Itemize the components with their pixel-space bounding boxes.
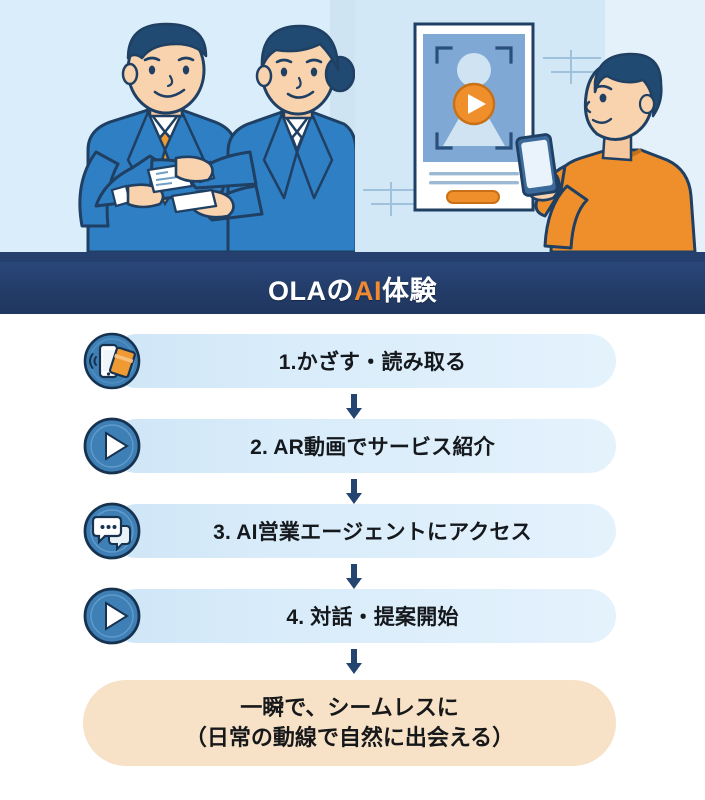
step-label-4: 4. 対話・提案開始 <box>286 606 459 629</box>
step-label-1: 1.かざす・読み取る <box>278 351 467 374</box>
ar-poster-scan-svg <box>355 0 705 262</box>
title-prefix: OLA <box>268 275 327 306</box>
hero-illustration <box>0 0 705 262</box>
chat-bubbles-icon <box>83 502 141 560</box>
business-card-exchange-svg <box>0 0 355 262</box>
steps-flow: 1.かざす・読み取る 2. AR動画でサービス紹介 <box>0 314 705 800</box>
step-row-1[interactable]: 1.かざす・読み取る <box>83 332 616 392</box>
step-label-2: 2. AR動画でサービス紹介 <box>250 436 495 459</box>
business-card-exchange-illustration <box>0 0 355 262</box>
outcome-box: 一瞬で、シームレスに （日常の動線で自然に出会える） <box>83 680 616 766</box>
step-row-3[interactable]: 3. AI営業エージェントにアクセス <box>83 502 616 562</box>
ar-poster-scan-illustration <box>355 0 705 262</box>
down-arrow-icon <box>343 479 365 505</box>
page-title: OLAのAI体験 <box>268 269 437 308</box>
down-arrow-icon <box>343 649 365 675</box>
step-pill-3 <box>110 504 616 558</box>
outcome-line-1: 一瞬で、シームレスに <box>240 695 459 721</box>
play-button-icon <box>83 417 141 475</box>
step-pill-4 <box>110 589 616 643</box>
step-row-4[interactable]: 4. 対話・提案開始 <box>83 587 616 647</box>
step-label-3: 3. AI営業エージェントにアクセス <box>213 521 532 544</box>
down-arrow-icon <box>343 564 365 590</box>
outcome-line-2: （日常の動線で自然に出会える） <box>184 725 515 750</box>
nfc-tap-phone-card-icon <box>83 332 141 390</box>
step-pill-2 <box>110 419 616 473</box>
down-arrow-icon <box>343 394 365 420</box>
play-button-icon <box>83 587 141 645</box>
step-row-2[interactable]: 2. AR動画でサービス紹介 <box>83 417 616 477</box>
title-accent: AI <box>354 275 382 306</box>
step-pill-1 <box>110 334 616 388</box>
hero-floor-band <box>0 252 705 262</box>
title-particle: の <box>326 275 354 306</box>
title-suffix: 体験 <box>382 275 437 306</box>
title-banner: OLAのAI体験 <box>0 262 705 314</box>
